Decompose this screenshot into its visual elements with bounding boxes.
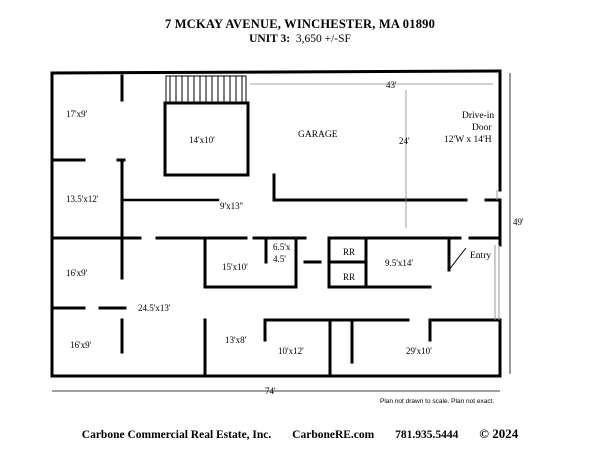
footer-company: Carbone Commercial Real Estate, Inc. <box>81 429 272 441</box>
room-garage: GARAGE <box>298 130 338 140</box>
room-9x13: 9'x13'' <box>220 201 243 211</box>
room-9.5x14: 9.5'x14' <box>385 258 413 268</box>
dimension-lines <box>52 73 511 392</box>
drive-in-door-size: 12'W x 14'H <box>444 135 492 145</box>
dimension-garage-depth: 24' <box>399 136 410 146</box>
walls <box>50 69 502 378</box>
stairs <box>165 75 247 103</box>
drive-in-door-title-1: Drive-in <box>462 111 494 121</box>
entry-door <box>448 247 467 271</box>
restroom-1: RR <box>343 247 355 257</box>
garage-inner <box>250 83 493 228</box>
dimension-bottom: 74' <box>265 386 276 396</box>
footer-phone: 781.935.5444 <box>395 429 459 441</box>
scale-disclaimer: Plan not drawn to scale. Plan not exact. <box>380 398 494 405</box>
room-15x10: 15'x10' <box>222 262 248 272</box>
room-10x12: 10'x12' <box>278 346 304 356</box>
room-13.5x12: 13.5'x12' <box>66 194 99 204</box>
unit-label: UNIT 3 <box>249 33 287 45</box>
room-29x10: 29'x10' <box>406 346 432 356</box>
exterior-wall <box>50 69 502 378</box>
unit-subtitle: UNIT 3: 3,650 +/-SF <box>249 33 351 45</box>
footer-copyright: © 2024 <box>479 426 519 441</box>
footer: Carbone Commercial Real Estate, Inc. Car… <box>0 426 600 442</box>
dimension-right: 49' <box>513 217 524 227</box>
room-16x9-lower: 16'x9' <box>70 340 92 350</box>
room-16x9-upper: 16'x9' <box>66 268 88 278</box>
room-17x9: 17'x9' <box>66 109 88 119</box>
dimension-top: 43' <box>386 80 397 90</box>
room-24.5x13: 24.5'x13' <box>138 303 171 313</box>
plan-title: 7 MCKAY AVENUE, WINCHESTER, MA 01890 <box>164 17 436 31</box>
room-14x10: 14'x10' <box>189 135 215 145</box>
wall-office-14x10 <box>163 101 250 177</box>
room-entry: Entry <box>470 251 491 261</box>
footer-website[interactable]: CarboneRE.com <box>292 429 375 441</box>
room-6.5x4.5-line2: 4.5' <box>273 254 286 264</box>
drive-in-door <box>494 190 500 320</box>
unit-size: 3,650 +/-SF <box>295 33 351 45</box>
room-13x8: 13'x8' <box>225 335 247 345</box>
room-6.5x4.5-line1: 6.5'x <box>273 242 291 252</box>
restroom-2: RR <box>343 272 355 282</box>
drive-in-door-title-2: Door <box>472 123 492 133</box>
